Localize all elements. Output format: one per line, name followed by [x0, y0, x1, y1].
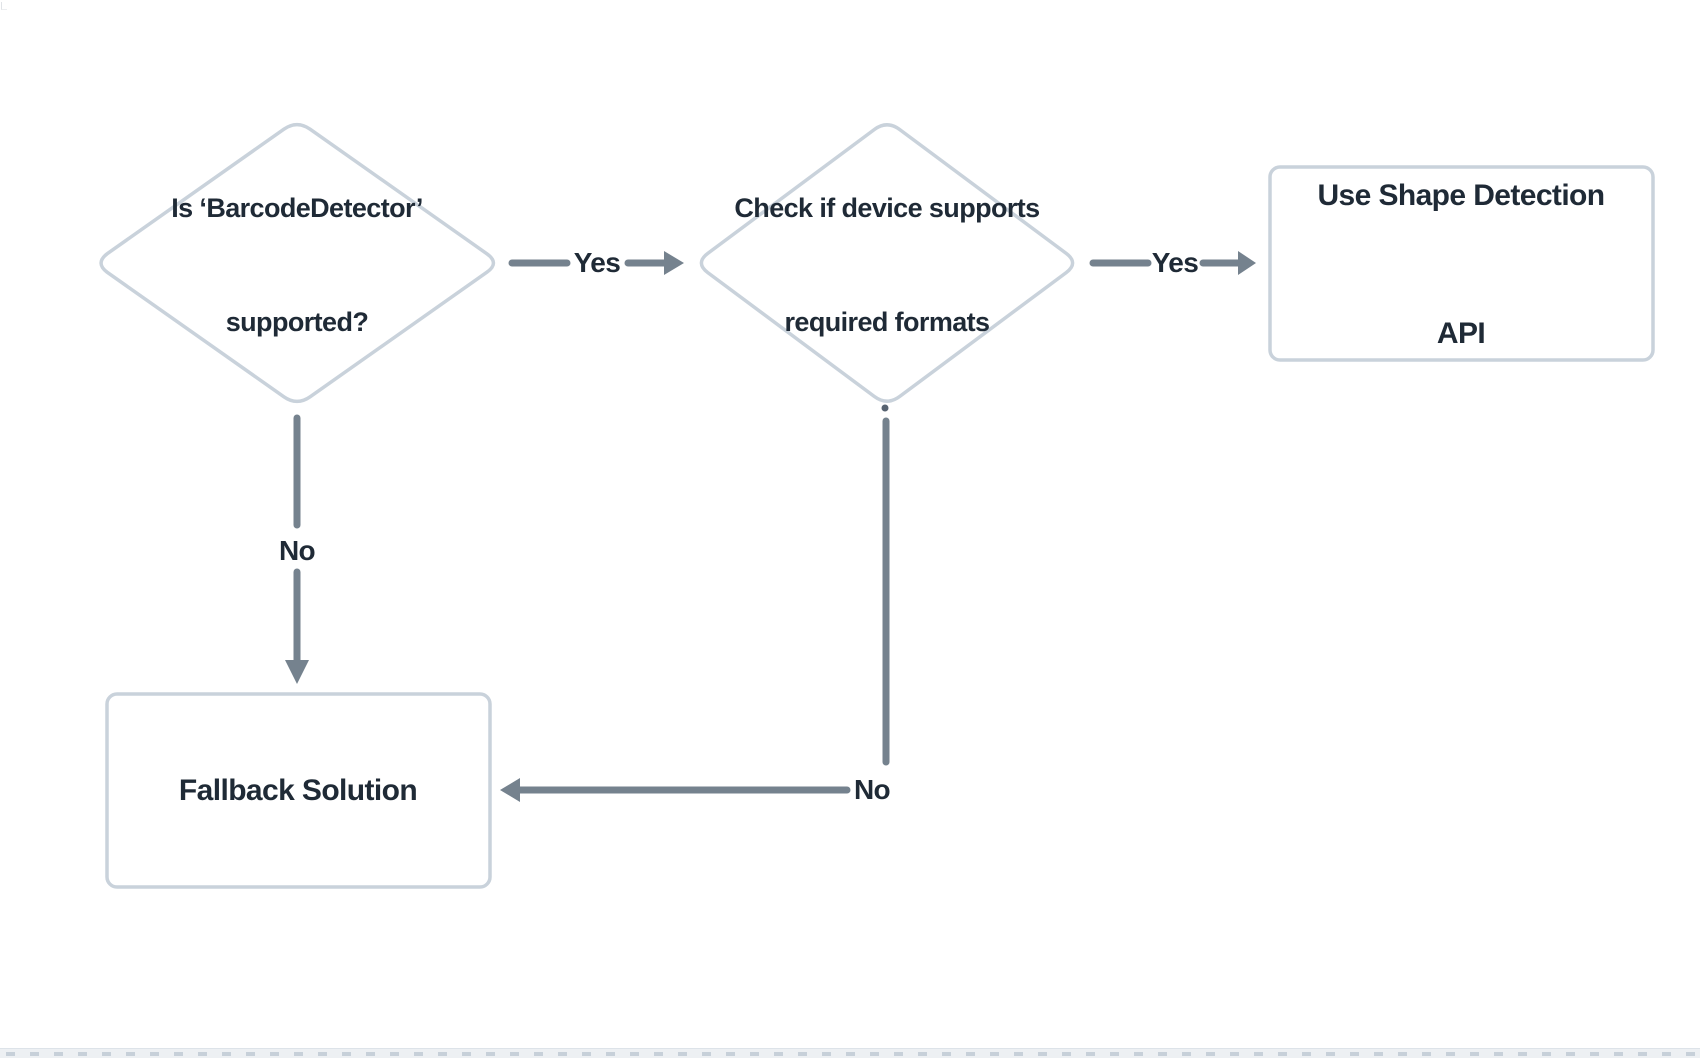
edge-barcode-no-arrowhead [285, 660, 309, 684]
decision-required-formats-shape [699, 123, 1075, 403]
decision-barcode-detector-shape [99, 122, 496, 404]
process-shape-detection-api-line1: Use Shape Detection [1317, 179, 1605, 212]
edge-label-formats-no: No [853, 774, 891, 805]
process-shape-detection-api-label: Use Shape Detection API [1317, 81, 1605, 449]
top-left-artifact [1, 2, 7, 10]
edge-formats-no-arrowhead [500, 778, 520, 802]
decision-required-formats-line2: required formats [784, 307, 991, 337]
edge-label-barcode-yes: Yes [573, 247, 621, 278]
process-fallback-solution-label: Fallback Solution [178, 774, 418, 807]
decision-barcode-detector-line1: Is ‘BarcodeDetector’ [171, 193, 423, 223]
decision-required-formats-line1: Check if device supports [734, 193, 1040, 223]
process-shape-detection-api-line2: API [1436, 317, 1486, 350]
process-fallback-solution-shape [105, 692, 492, 889]
bottom-edge-track-pattern [0, 1048, 1700, 1058]
edge-barcode-yes-arrowhead [664, 251, 684, 275]
edge-formats-yes-arrowhead [1238, 251, 1256, 275]
decision-barcode-detector-line2: supported? [225, 307, 369, 337]
edge-formats-no-anchor-dot [881, 404, 889, 412]
edge-label-barcode-no: No [278, 535, 316, 566]
process-shape-detection-api-shape [1268, 165, 1655, 362]
decision-required-formats-label: Check if device supports required format… [734, 113, 1040, 417]
decision-barcode-detector-label: Is ‘BarcodeDetector’ supported? [171, 113, 423, 417]
edge-label-formats-yes: Yes [1151, 247, 1199, 278]
